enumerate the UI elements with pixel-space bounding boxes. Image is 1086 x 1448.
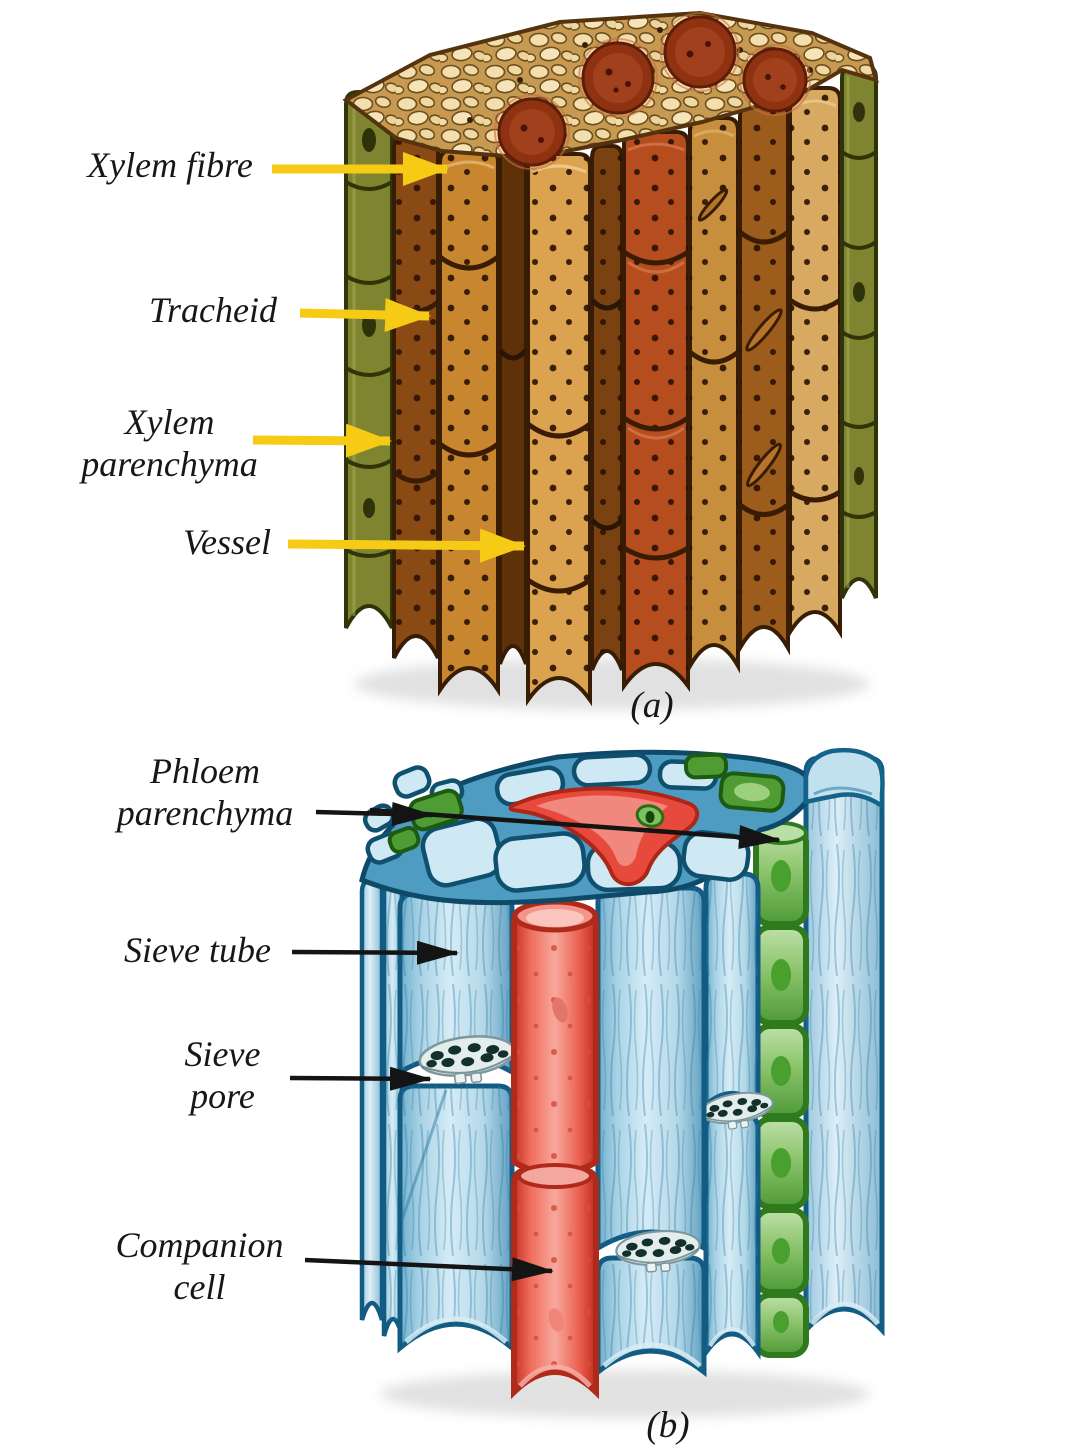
label-vessel: Vessel <box>183 522 271 562</box>
tracheid-column <box>438 148 500 692</box>
sieve-tube-a <box>400 894 512 1348</box>
xylem-mid-column <box>590 144 624 672</box>
arrow-vessel <box>287 528 526 563</box>
arrow-tracheid <box>299 297 431 332</box>
xylem-column-7 <box>688 116 740 668</box>
arrow-sieve-tube <box>291 940 459 965</box>
top-face-companion-funnel <box>508 786 700 886</box>
arrow-phloem-parenchyma <box>315 801 434 826</box>
arrow-phloem-parenchyma-long <box>369 807 781 850</box>
label-tracheid: Tracheid <box>148 290 277 330</box>
phloem-illustration <box>359 747 885 1418</box>
sieve-tube-b <box>598 888 704 1372</box>
vessel-column-tan <box>526 152 592 702</box>
label-xylem-fibre: Xylem fibre <box>87 145 253 185</box>
xylem-top-face <box>342 10 879 170</box>
label-sieve-tube: Sieve tube <box>124 930 271 970</box>
companion-cell-column <box>514 899 596 1392</box>
xylem-dark-column <box>498 142 528 666</box>
phloem-shadow <box>380 1370 870 1418</box>
phloem-parenchyma-stack <box>753 821 809 1358</box>
vessel-openings <box>494 12 811 170</box>
sieve-tube-c <box>706 874 758 1352</box>
xylem-parenchyma-column-right <box>840 64 878 600</box>
xylem-parenchyma-column-left <box>344 90 394 630</box>
label-companion-cell: Companion cell <box>115 1225 284 1308</box>
label-sieve-pore: Sieve pore <box>184 1034 261 1117</box>
vessel-column-red <box>622 130 690 688</box>
arrow-sieve-pore <box>289 1066 432 1091</box>
caption-a: (a) <box>630 685 674 726</box>
phloem-arrows <box>289 801 781 1282</box>
xylem-fibre-column <box>392 134 440 660</box>
arrow-xylem-parenchyma <box>252 423 392 458</box>
phloem-back-column <box>806 758 882 1330</box>
xylem-column-8 <box>738 102 790 650</box>
arrow-companion-cell <box>304 1257 554 1282</box>
xylem-column-9 <box>788 86 842 634</box>
xylem-arrows <box>252 152 526 563</box>
label-xylem-parenchyma: Xylem parenchyma <box>81 402 258 485</box>
xylem-illustration <box>342 10 879 710</box>
label-phloem-parenchyma: Phloem parenchyma <box>116 751 294 834</box>
caption-b: (b) <box>646 1405 690 1446</box>
